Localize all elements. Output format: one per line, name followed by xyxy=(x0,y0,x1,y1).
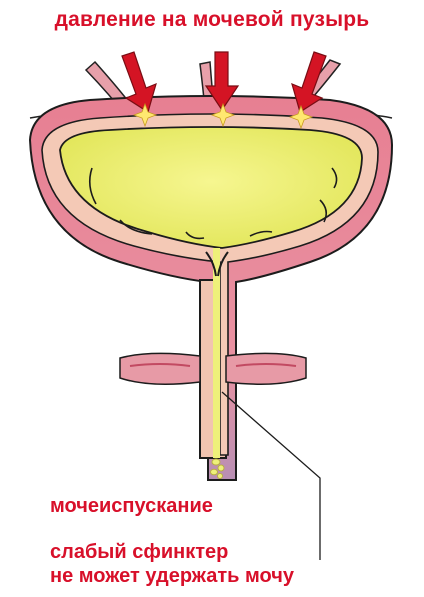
weak-sphincter-label-line1: слабый сфинктер xyxy=(50,540,294,564)
urine-stream xyxy=(213,248,220,458)
weak-sphincter-label: слабый сфинктер не может удержать мочу xyxy=(50,540,294,588)
weak-sphincter-label-line2: не может удержать мочу xyxy=(50,564,294,588)
urination-label: мочеиспускание xyxy=(50,494,213,518)
